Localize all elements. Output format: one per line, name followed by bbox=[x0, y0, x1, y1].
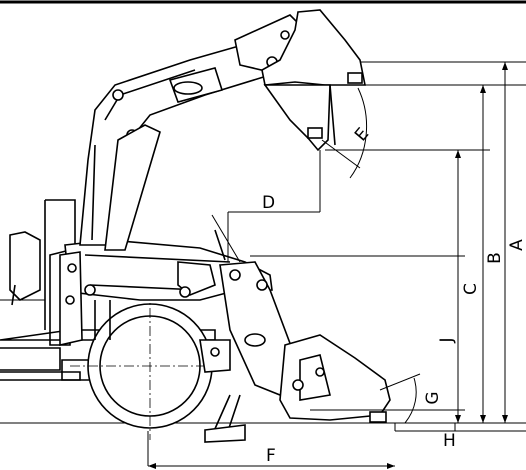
lowered-bucket bbox=[279, 334, 391, 423]
dimension-label-d: D bbox=[262, 193, 275, 213]
dimension-label-g: G bbox=[423, 391, 443, 404]
dimension-label-h: H bbox=[443, 431, 456, 451]
dimension-label-b: B bbox=[485, 252, 505, 264]
dimension-label-a: A bbox=[507, 239, 526, 251]
lowered-boom bbox=[204, 261, 301, 443]
loader-frame bbox=[59, 214, 273, 373]
dimension-label-f: F bbox=[266, 446, 276, 466]
dump-angle-arc bbox=[349, 87, 368, 179]
dimension-label-j: J bbox=[437, 337, 457, 343]
ground-line bbox=[0, 422, 526, 432]
dimension-label-e: E bbox=[351, 124, 373, 145]
raised-boom bbox=[79, 14, 301, 251]
dimension-label-c: C bbox=[461, 283, 481, 295]
rollback-angle-arc bbox=[404, 377, 417, 424]
dimension-lines bbox=[147, 61, 526, 469]
